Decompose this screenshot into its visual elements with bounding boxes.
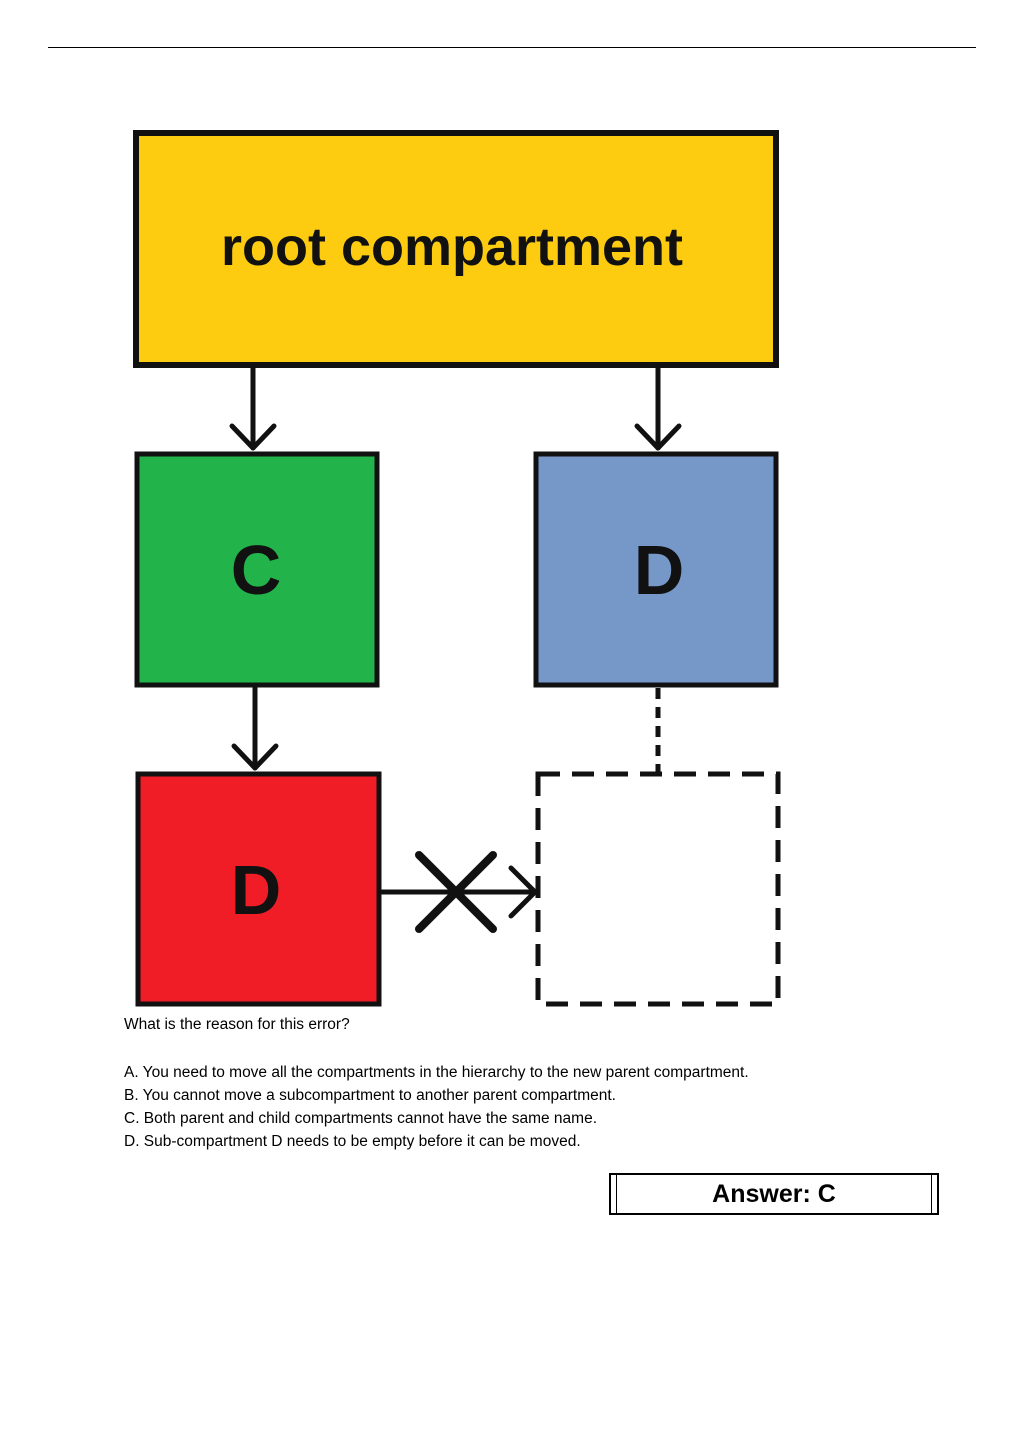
cross-mark-icon bbox=[415, 851, 497, 933]
option-d: D. Sub-compartment D needs to be empty b… bbox=[124, 1133, 581, 1150]
arrow-root-to-d bbox=[634, 365, 682, 451]
arrow-c-to-d bbox=[231, 685, 279, 771]
top-rule bbox=[48, 47, 976, 48]
answer-text: Answer: C bbox=[712, 1180, 836, 1208]
option-b: B. You cannot move a subcompartment to a… bbox=[124, 1087, 616, 1104]
answer-box-inner-border-right bbox=[931, 1175, 932, 1213]
compartment-d-moving-box: D bbox=[135, 771, 382, 1007]
root-compartment-box: root compartment bbox=[133, 130, 779, 368]
answer-options: A. You need to move all the compartments… bbox=[124, 1061, 749, 1153]
answer-box-inner-border-left bbox=[616, 1175, 617, 1213]
answer-box: Answer: C bbox=[609, 1173, 939, 1215]
question-prompt: What is the reason for this error? bbox=[124, 1016, 350, 1033]
compartment-d-moving-label: D bbox=[231, 851, 282, 929]
root-compartment-label: root compartment bbox=[221, 217, 683, 277]
option-a: A. You need to move all the compartments… bbox=[124, 1064, 749, 1081]
compartment-d-label: D bbox=[634, 531, 685, 609]
compartment-d-box: D bbox=[533, 451, 779, 688]
target-placeholder-box bbox=[535, 771, 781, 1007]
option-c: C. Both parent and child compartments ca… bbox=[124, 1110, 598, 1127]
arrow-root-to-c bbox=[229, 365, 277, 451]
compartment-c-label: C bbox=[231, 531, 282, 609]
compartment-c-box: C bbox=[134, 451, 380, 688]
